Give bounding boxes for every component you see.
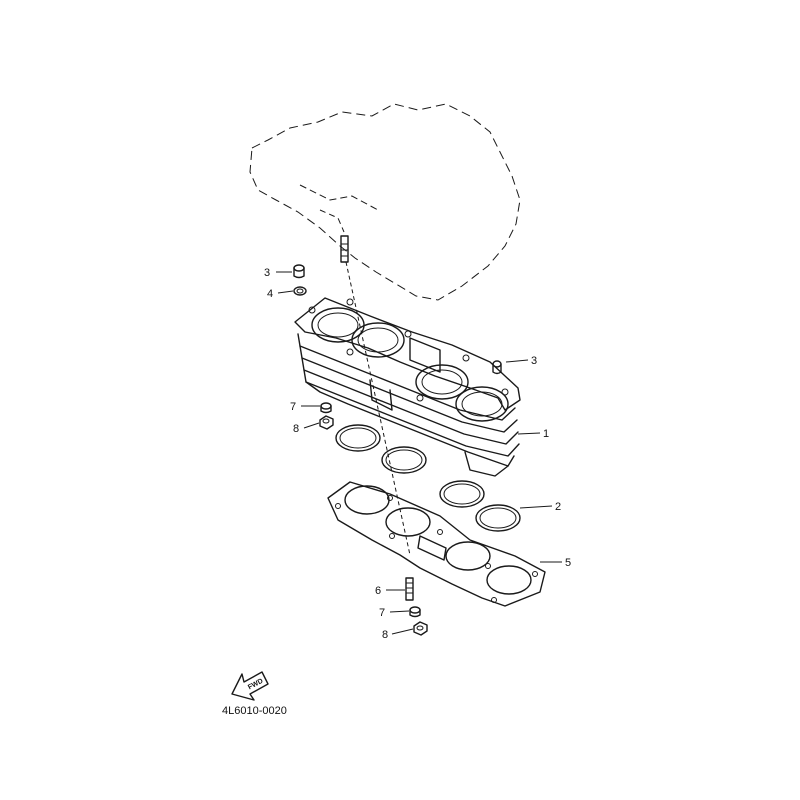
callout-3-top: 3 <box>264 267 270 279</box>
leader-lines <box>276 271 562 635</box>
callout-2: 2 <box>555 501 561 513</box>
callout-7-upper: 7 <box>290 401 296 413</box>
callout-3-right: 3 <box>531 355 537 367</box>
callouts: 3 4 3 7 8 1 2 5 6 7 8 <box>264 267 571 641</box>
small-parts <box>293 264 502 636</box>
o-rings <box>335 424 521 532</box>
callout-6: 6 <box>375 585 381 597</box>
cylinder-block <box>294 297 521 477</box>
top-stud <box>340 235 349 263</box>
bore-3 <box>415 364 469 400</box>
callout-8-upper: 8 <box>293 423 299 435</box>
drawing-code: 4L6010-0020 <box>222 705 287 717</box>
fwd-arrow: FWD <box>231 671 269 701</box>
crankcase-outline <box>249 103 521 301</box>
bore-2 <box>351 322 405 358</box>
callout-4: 4 <box>267 288 273 300</box>
callout-5: 5 <box>565 557 571 569</box>
base-gasket <box>327 481 546 607</box>
callout-7-lower: 7 <box>379 607 385 619</box>
callout-8-lower: 8 <box>382 629 388 641</box>
callout-1: 1 <box>543 428 549 440</box>
bore-4 <box>455 386 509 422</box>
fwd-label: FWD <box>247 678 264 692</box>
